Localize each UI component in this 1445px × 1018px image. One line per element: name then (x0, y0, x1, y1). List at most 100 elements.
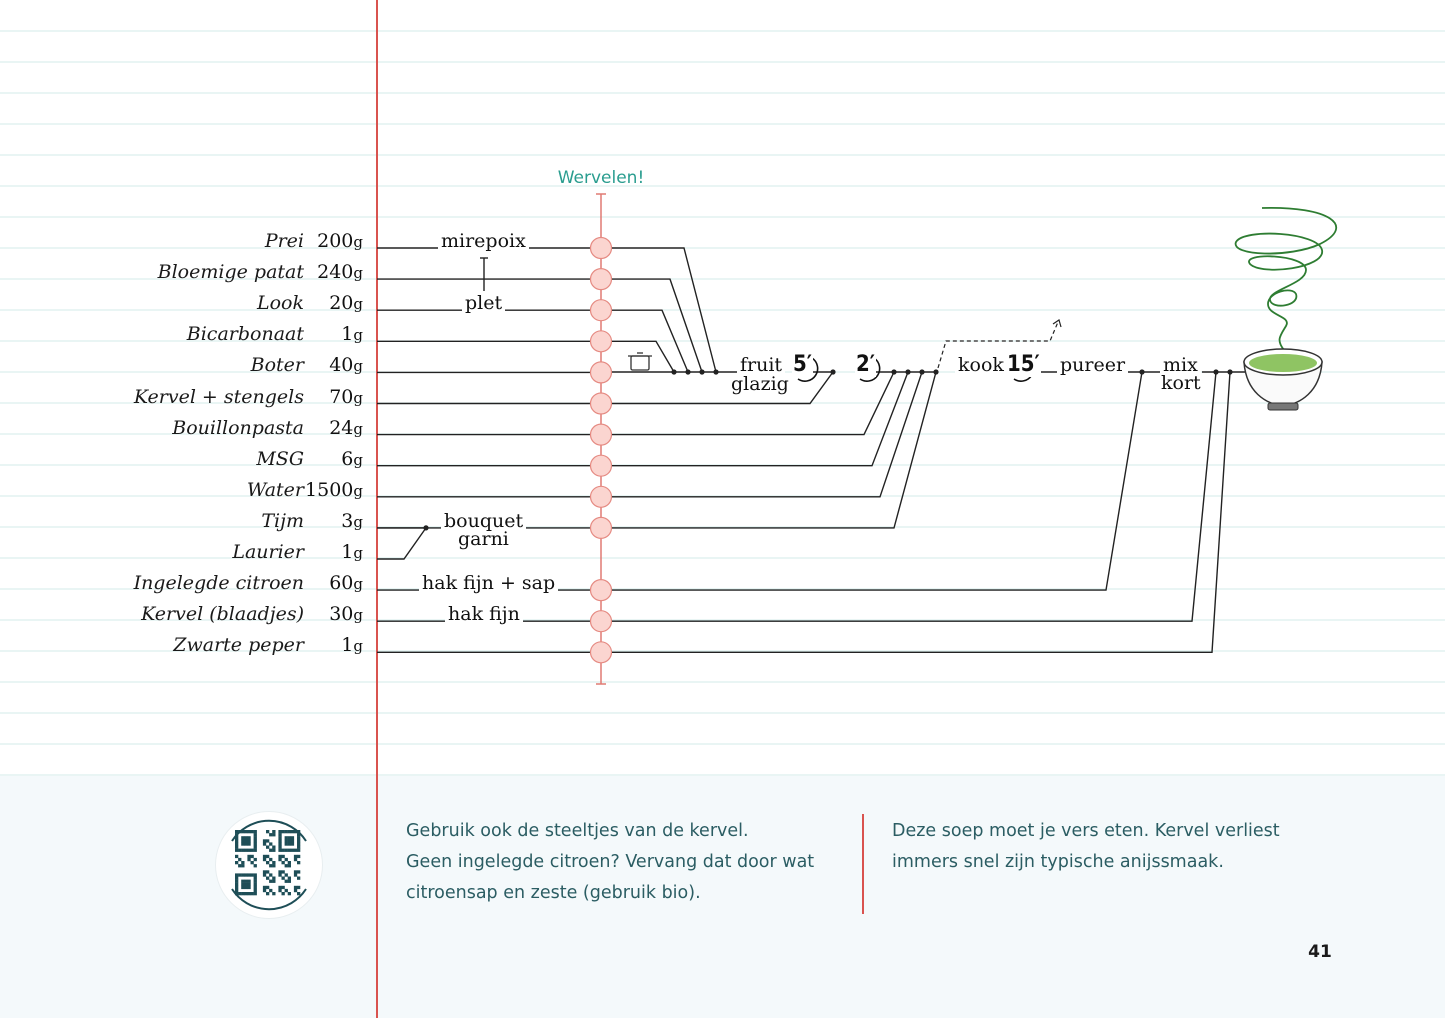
page-number: 41 (1308, 942, 1332, 962)
qr-module (247, 879, 251, 883)
bowl-foot (1267, 402, 1299, 411)
qty-unit: g (353, 326, 363, 345)
qr-module (272, 892, 276, 896)
flow-line (612, 309, 689, 373)
qty-value: 40 (329, 354, 354, 377)
ingredient-qty: 40g (263, 354, 363, 377)
qr-module (278, 842, 282, 846)
qr-module (238, 864, 242, 868)
arrow-head (1052, 319, 1062, 328)
qr-module (287, 839, 291, 843)
ingredient-qty: 3g (263, 510, 363, 533)
wervelen-node (589, 268, 613, 291)
qr-module (244, 879, 248, 883)
qr-code[interactable] (218, 814, 320, 916)
qr-module (244, 839, 248, 843)
qr-module (241, 873, 245, 877)
qr-module (244, 892, 248, 896)
qty-unit: g (353, 295, 363, 314)
qr-module (247, 892, 251, 896)
qr-module (241, 879, 245, 883)
qr-module (290, 839, 295, 843)
qr-module (297, 861, 301, 865)
qr-module (278, 836, 282, 840)
qr-module (284, 842, 288, 846)
tip-left-line: Geen ingelegde citroen? Vervang dat door… (406, 852, 815, 872)
ingredient-qty: 30g (263, 603, 363, 626)
flow-line (612, 371, 834, 405)
qr-module (253, 864, 257, 868)
qr-module (278, 830, 282, 834)
qr-module (253, 836, 257, 840)
qr-module (293, 873, 298, 877)
qr-module (247, 873, 251, 877)
qr-module (262, 857, 267, 862)
qr-module (272, 864, 276, 868)
qr-module (297, 876, 301, 880)
qr-module (272, 848, 276, 852)
qty-unit: g (353, 606, 363, 625)
qty-unit: g (353, 512, 363, 531)
qr-module (272, 830, 276, 834)
qr-module (238, 892, 242, 896)
qty-value: 6 (341, 447, 354, 470)
qr-module (293, 830, 298, 834)
qr-module (293, 857, 298, 862)
qr-module (266, 870, 270, 874)
qr-module (235, 842, 239, 846)
qr-module (253, 830, 257, 834)
ingredient-qty: 240g (263, 261, 363, 284)
qr-module (290, 836, 295, 840)
qr-module (266, 885, 270, 890)
qr-module (284, 864, 288, 868)
qty-value: 1 (341, 323, 354, 346)
qr-module (241, 836, 245, 840)
qr-module (250, 854, 254, 859)
flow-line (612, 371, 937, 529)
qr-module (235, 882, 239, 886)
qr-module (266, 876, 270, 880)
qr-module (235, 845, 239, 849)
step-pureer: pureer (1057, 356, 1129, 375)
qr-module (253, 888, 257, 893)
qr-module (278, 873, 282, 877)
step-fruit: fruit (737, 356, 786, 375)
qr-module (241, 892, 245, 896)
qr-module (250, 861, 254, 865)
ingredient-name: Laurier (232, 541, 304, 563)
qr-module (235, 885, 239, 890)
qr-module (244, 830, 248, 834)
qr-module (253, 892, 257, 896)
pot-icon (628, 352, 652, 371)
qr-module (247, 842, 251, 846)
qty-unit: g (353, 233, 363, 251)
qr-module (287, 830, 291, 834)
qty-value: 200 (317, 230, 354, 252)
qr-module (297, 854, 301, 859)
wervelen-node (589, 454, 613, 477)
qr-module (278, 845, 282, 849)
wervelen-node (589, 236, 613, 260)
soup-bowl-icon (1243, 348, 1323, 411)
tip-divider (862, 814, 864, 914)
qty-value: 3 (341, 509, 354, 532)
qr-module (241, 864, 245, 868)
qr-module (247, 848, 251, 852)
qr-ring (231, 819, 307, 842)
wervelen-node (589, 423, 613, 446)
qr-module (272, 879, 276, 883)
ingredient-name: Kervel (blaadjes) (141, 603, 304, 626)
qr-module (266, 839, 270, 843)
qr-module (293, 848, 298, 852)
qr-module (287, 876, 291, 880)
qr-module (238, 848, 242, 852)
qr-module (297, 870, 301, 874)
junction-dot (830, 369, 836, 375)
qr-module (281, 876, 285, 880)
qr-module (284, 848, 288, 852)
qr-module (281, 885, 285, 890)
qr-module (253, 885, 257, 890)
qty-value: 60 (329, 572, 354, 595)
qr-code-badge[interactable] (216, 812, 322, 918)
